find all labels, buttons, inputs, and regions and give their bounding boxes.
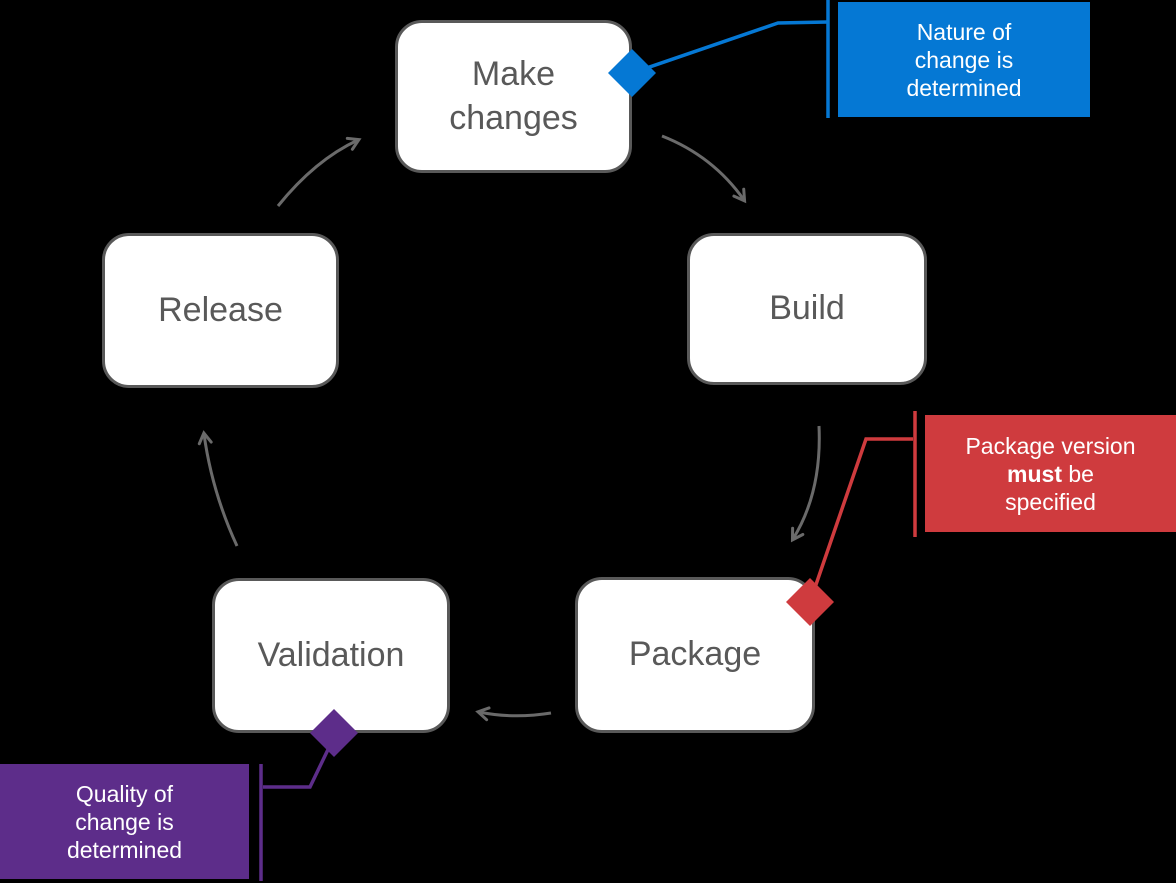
node-release-label: Release (158, 290, 283, 329)
arrow-build-to-package (790, 425, 821, 543)
callout-package-version-line3: specified (1005, 488, 1096, 515)
node-build-label: Build (769, 289, 845, 328)
connector-nature (631, 20, 828, 75)
connector-package-version (808, 437, 913, 603)
callout-nature-line1: Nature of (916, 18, 1012, 45)
node-package: Package (575, 577, 815, 733)
node-validation: Validation (212, 578, 450, 733)
node-build: Build (687, 233, 927, 385)
arrow-release-to-make-changes (276, 136, 362, 207)
connector-quality (263, 734, 337, 789)
callout-quality-line1: Quality of (75, 780, 174, 807)
callout-package-version-be: be (1068, 460, 1094, 487)
node-make-changes-label: Make changes (449, 54, 578, 137)
node-release: Release (102, 233, 339, 388)
callout-nature-line2: change is (914, 46, 1014, 73)
node-make-changes: Make changes (395, 20, 632, 173)
callout-quality-line2: change is (75, 808, 174, 835)
callout-package-version-must: must (1007, 460, 1062, 487)
callout-quality-of-change: Quality of change is determined (0, 764, 249, 879)
callout-package-version: Package version must be specified (925, 415, 1176, 532)
callout-quality-line3: determined (66, 836, 183, 863)
callout-nature-line3: determined (906, 74, 1022, 101)
arrow-make-changes-to-build (661, 134, 747, 204)
arrow-validation-to-release (197, 430, 239, 547)
arrow-package-to-validation (475, 706, 552, 722)
callout-package-version-line1: Package version (965, 432, 1136, 459)
callout-nature-of-change: Nature of change is determined (838, 2, 1090, 117)
node-package-label: Package (628, 635, 762, 674)
node-validation-label: Validation (257, 635, 405, 674)
callout-package-version-line2: must be (1007, 460, 1094, 488)
